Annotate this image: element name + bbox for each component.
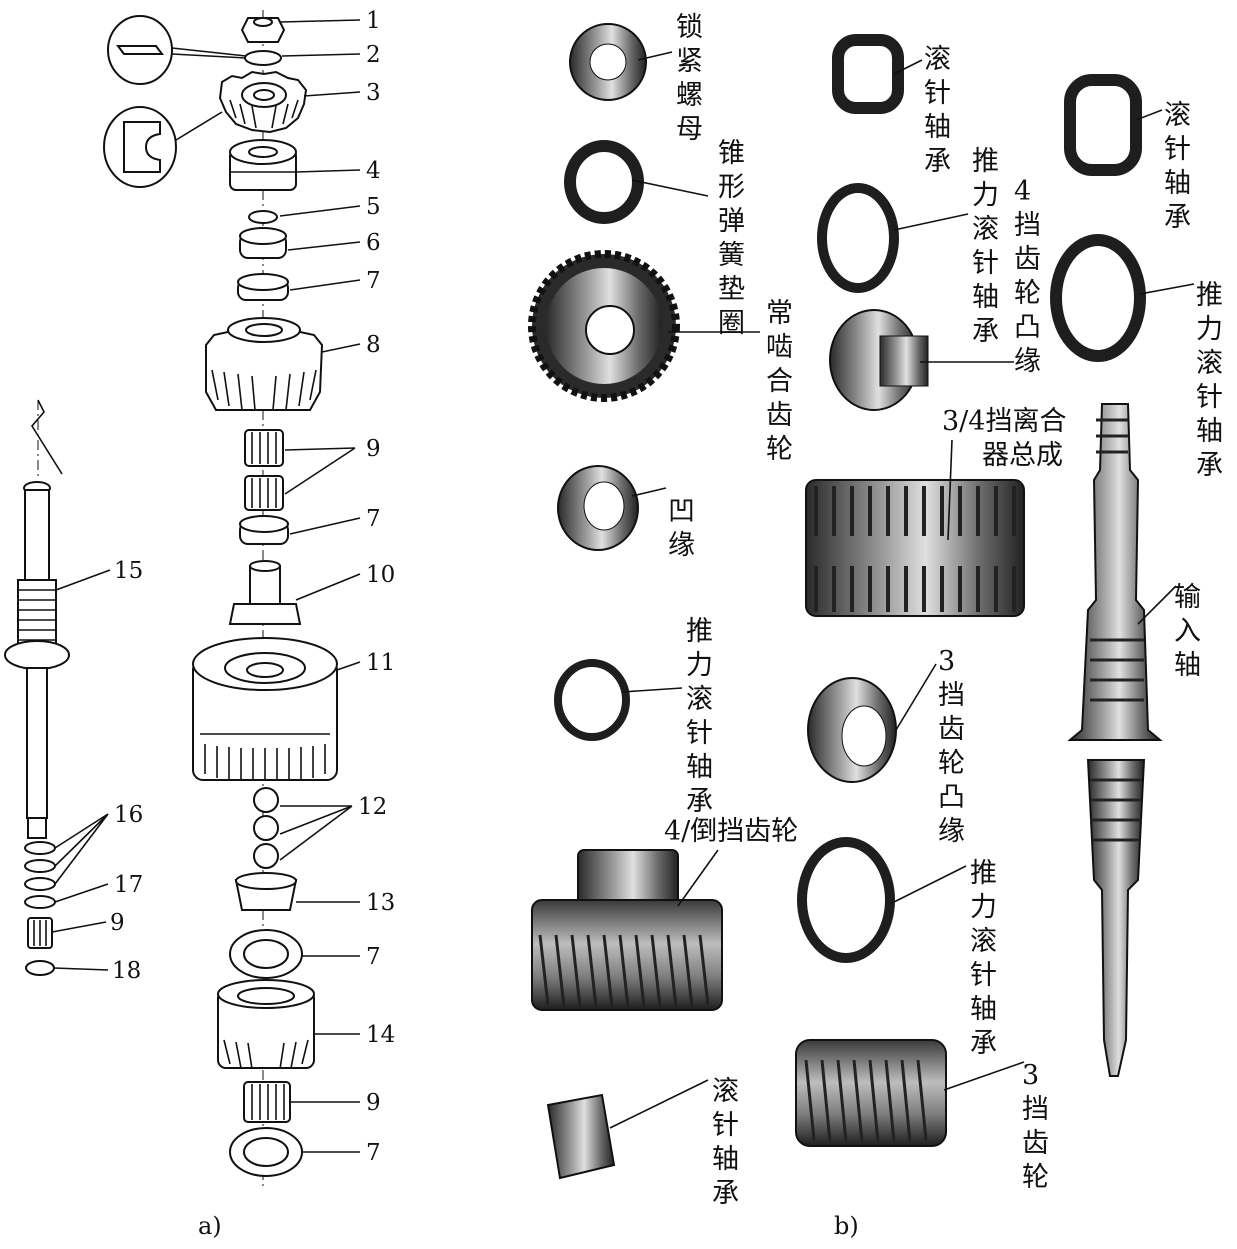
photo-label: 凹缘 xyxy=(668,496,695,561)
photo-third-gear-flange xyxy=(807,677,897,783)
photo-needle-bearing xyxy=(1064,74,1142,176)
photo-cone-washer xyxy=(564,140,644,224)
detail-callout-washer xyxy=(107,15,247,85)
part-number-label: 3 xyxy=(366,80,381,106)
part-third-gear xyxy=(217,979,315,1070)
part-reverse-gear xyxy=(205,317,324,411)
part-number-label: 7 xyxy=(366,1140,381,1166)
part-number-label: 1 xyxy=(366,8,381,34)
part-number-label: 9 xyxy=(366,436,381,462)
photo-thrust-bearing xyxy=(797,837,895,963)
photo-label: 推力滚针轴承 xyxy=(970,858,997,1059)
part-small-rings xyxy=(24,841,56,976)
part-needle-bearing xyxy=(244,429,284,511)
detail-callout-gear-section xyxy=(103,106,223,188)
part-clutch-assembly xyxy=(192,637,338,781)
part-number-label: 5 xyxy=(366,194,381,220)
part-number-label: 11 xyxy=(366,650,395,676)
part-number-label: 15 xyxy=(114,558,143,584)
part-input-shaft xyxy=(4,399,70,839)
caption-a: a) xyxy=(198,1212,222,1240)
photo-label: 输入轴 xyxy=(1174,582,1201,681)
photo-thrust-bearing xyxy=(817,183,899,293)
part-cone xyxy=(234,872,298,911)
photo-thrust-bearing xyxy=(554,659,630,741)
part-balls xyxy=(253,787,279,869)
part-number-label: 4 xyxy=(366,158,381,184)
photo-label: 滚针轴承 xyxy=(712,1076,739,1209)
photo-label: 4/倒挡齿轮 xyxy=(664,816,798,847)
part-number-label: 6 xyxy=(366,230,381,256)
photo-needle-bearing-small xyxy=(546,1093,616,1180)
part-ring xyxy=(248,210,278,224)
part-needle-bearing xyxy=(243,1081,291,1123)
leader-lines xyxy=(51,19,361,1153)
photo-input-shaft xyxy=(1067,403,1163,1077)
part-number-label: 17 xyxy=(114,872,143,898)
part-number-label: 16 xyxy=(114,802,143,828)
photo-thrust-bearing xyxy=(1050,234,1146,362)
part-number-label: 7 xyxy=(366,944,381,970)
part-thrust-bearing xyxy=(229,1127,303,1177)
photo-label: 滚针轴承 xyxy=(924,44,951,177)
photo-label: 推力滚针轴承 xyxy=(686,616,713,817)
part-number-label: 8 xyxy=(366,332,381,358)
part-constant-gear xyxy=(218,70,308,134)
part-nut xyxy=(240,17,286,43)
photo-label-group: 锁紧螺母锥形弹簧垫圈常啮合齿轮凹缘推力滚针轴承4/倒挡齿轮滚针轴承滚针轴承推力滚… xyxy=(664,12,1223,1209)
part-number-label: 12 xyxy=(358,794,387,820)
photo-label: 推力滚针轴承 xyxy=(1196,280,1223,481)
part-thrust-bearing xyxy=(229,929,303,979)
photo-third-gear xyxy=(795,1039,947,1147)
photo-needle-bearing xyxy=(832,34,904,114)
part-flange xyxy=(228,560,302,625)
part-number-label: 14 xyxy=(366,1022,395,1048)
photo-leader-lines xyxy=(609,51,1195,1129)
part-ball-bearing xyxy=(229,139,297,191)
photo-label: 锁紧螺母 xyxy=(676,12,703,145)
part-nut-hole xyxy=(253,17,273,27)
photo-clutch-assembly xyxy=(805,479,1025,617)
part-number-label: 9 xyxy=(110,910,125,936)
part-number-label: 9 xyxy=(366,1090,381,1116)
photo-label: 锥形弹簧垫圈 xyxy=(718,138,745,339)
photo-label: 滚针轴承 xyxy=(1164,100,1191,233)
part-washer xyxy=(244,50,282,66)
photo-label: 常啮合齿轮 xyxy=(766,298,793,465)
photo-panel: 锁紧螺母锥形弹簧垫圈常啮合齿轮凹缘推力滚针轴承4/倒挡齿轮滚针轴承滚针轴承推力滚… xyxy=(528,12,1223,1240)
photo-label: 3/4挡离合器总成 xyxy=(942,406,1066,471)
photo-fourth-reverse-gear xyxy=(531,849,723,1011)
part-number-label: 10 xyxy=(366,562,395,588)
part-thrust-bearing xyxy=(239,515,289,545)
photo-fourth-gear-flange xyxy=(829,309,929,411)
photo-constant-gear xyxy=(528,250,680,402)
caption-b: b) xyxy=(834,1212,859,1240)
part-number-label: 7 xyxy=(366,268,381,294)
photo-label: 推力滚针轴承 xyxy=(972,146,999,347)
part-sleeve xyxy=(239,227,287,259)
part-number-label: 13 xyxy=(366,890,395,916)
part-thrust-bearing xyxy=(237,273,289,301)
part-number-label: 7 xyxy=(366,506,381,532)
part-number-label: 18 xyxy=(112,958,141,984)
part-number-label: 2 xyxy=(366,42,381,68)
